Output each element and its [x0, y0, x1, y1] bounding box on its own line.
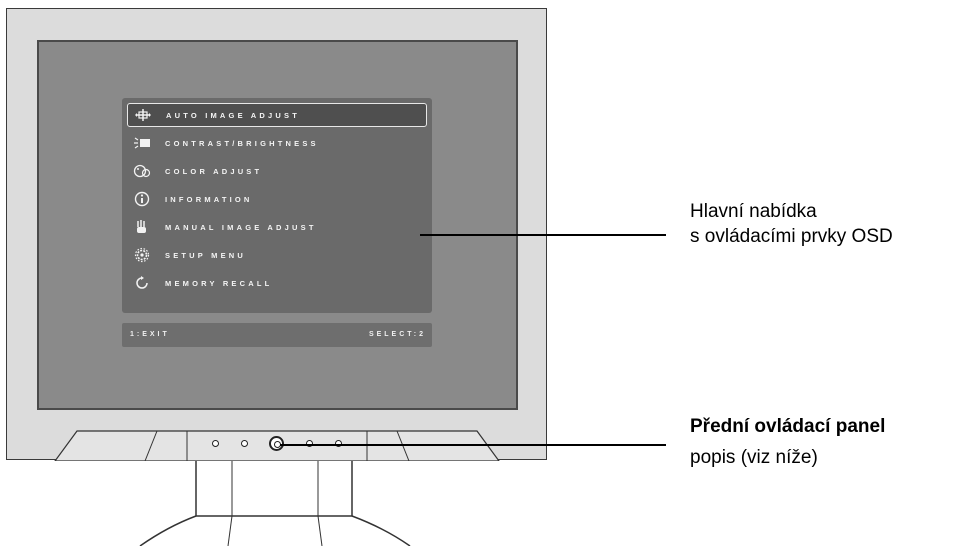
osd-main-menu: AUTO IMAGE ADJUST CONTRAST/BRIGHTNESS CO…: [122, 98, 432, 313]
osd-item-label: CONTRAST/BRIGHTNESS: [165, 138, 319, 148]
osd-item-label: SETUP MENU: [165, 250, 247, 260]
callout-front-panel-subtitle: popis (viz níže): [690, 447, 818, 468]
osd-item-memory-recall[interactable]: MEMORY RECALL: [127, 271, 427, 295]
callout-main-menu: Hlavní nabídka s ovládacími prvky OSD: [690, 199, 893, 249]
callout-front-panel: Přední ovládací panel popis (viz níže): [690, 414, 885, 470]
osd-select-label: SELECT:2: [368, 331, 426, 338]
monitor-stand: [139, 455, 411, 546]
osd-item-label: AUTO IMAGE ADJUST: [166, 110, 300, 120]
osd-item-label: INFORMATION: [165, 194, 253, 204]
osd-item-setup-menu[interactable]: SETUP MENU: [127, 243, 427, 267]
gear-icon: [131, 246, 153, 264]
osd-footer: 1:EXIT SELECT:2: [122, 323, 432, 347]
info-icon: [131, 190, 153, 208]
osd-item-color-adjust[interactable]: COLOR ADJUST: [127, 159, 427, 183]
osd-item-label: MANUAL IMAGE ADJUST: [165, 222, 317, 232]
osd-item-auto-image-adjust[interactable]: AUTO IMAGE ADJUST: [127, 103, 427, 127]
osd-item-information[interactable]: INFORMATION: [127, 187, 427, 211]
osd-item-manual-image-adjust[interactable]: MANUAL IMAGE ADJUST: [127, 215, 427, 239]
manual-adjust-icon: [131, 218, 153, 236]
callout-front-panel-title: Přední ovládací panel: [690, 416, 886, 437]
osd-exit-label: 1:EXIT: [130, 331, 170, 338]
color-palette-icon: [131, 162, 153, 180]
osd-item-contrast-brightness[interactable]: CONTRAST/BRIGHTNESS: [127, 131, 427, 155]
callout-main-menu-line2: s ovládacími prvky OSD: [690, 226, 893, 247]
osd-item-label: COLOR ADJUST: [165, 166, 263, 176]
panel-button-down[interactable]: [306, 440, 313, 447]
panel-button-up[interactable]: [335, 440, 342, 447]
osd-item-label: MEMORY RECALL: [165, 278, 273, 288]
brightness-icon: [131, 134, 153, 152]
callout-line-front-panel: [280, 444, 666, 446]
front-control-panel: [7, 421, 546, 461]
callout-line-main-menu: [420, 234, 666, 236]
panel-button-2[interactable]: [241, 440, 248, 447]
callout-main-menu-line1: Hlavní nabídka: [690, 201, 817, 222]
panel-button-1[interactable]: [212, 440, 219, 447]
auto-adjust-icon: [132, 106, 154, 124]
recall-icon: [131, 274, 153, 292]
